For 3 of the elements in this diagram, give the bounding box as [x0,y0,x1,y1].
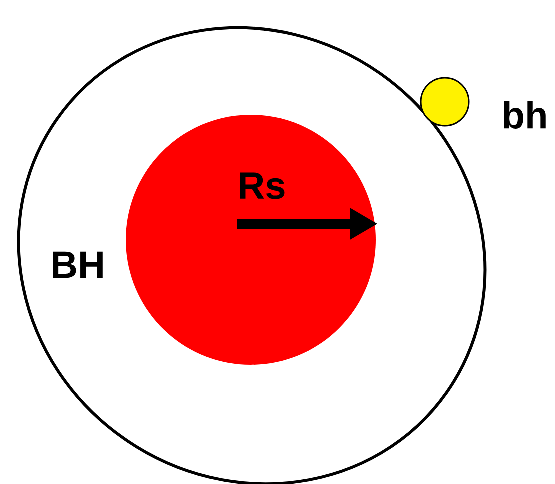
circle-label: Rs [240,172,285,200]
region-label: BH [53,252,103,278]
circle-label: bh [504,101,546,129]
